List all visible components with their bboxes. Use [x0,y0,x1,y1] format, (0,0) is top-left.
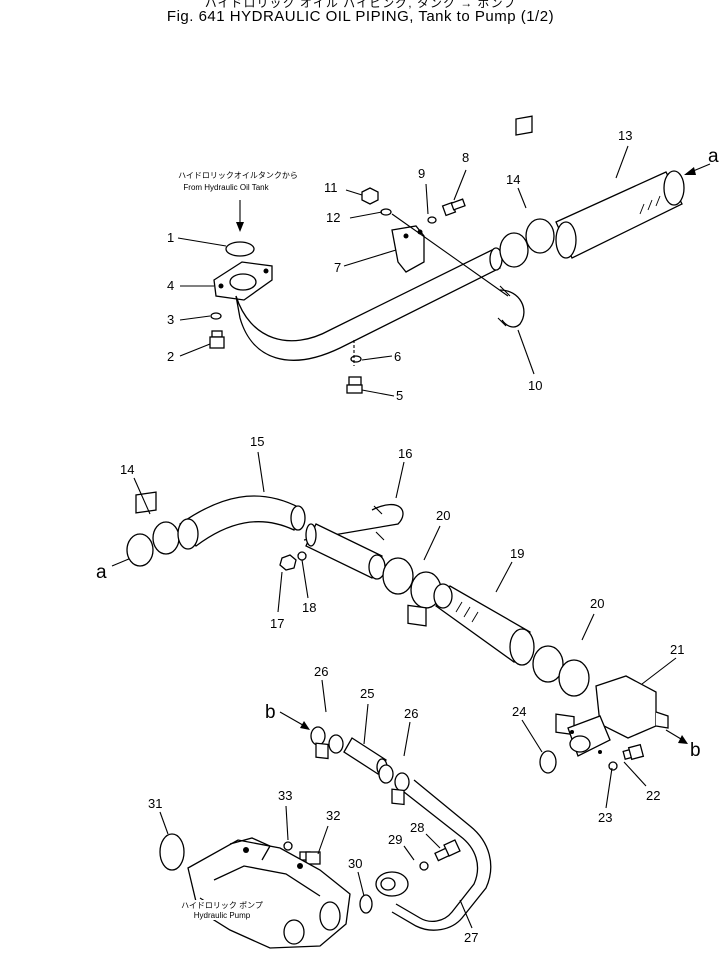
bolt-part-22 [622,743,645,761]
bracket-part-7 [391,225,425,273]
callout-31: 31 [148,796,162,811]
callout-20-left: 20 [436,508,450,523]
figure-title: Fig. 641 HYDRAULIC OIL PIPING, Tank to P… [166,8,555,25]
callout-22: 22 [646,788,660,803]
callout-11: 11 [324,180,338,195]
washer-part-33 [283,841,293,851]
callout-26-left: 26 [314,664,328,679]
u-bolt-part-16 [303,504,404,541]
pipe-part-27 [375,779,492,931]
callout-19: 19 [510,546,524,561]
callout-10: 10 [528,378,542,393]
leader-lines [133,145,677,929]
hose-part-19 [433,583,535,666]
callout-16: 16 [398,446,412,461]
washer-part-3 [210,312,222,320]
o-ring-part-24 [539,750,557,774]
washer-part-12 [380,208,392,216]
u-bolt-part-10 [391,213,525,328]
connector-label-b: b [265,702,276,723]
hose-clamp-part-14 [499,115,555,268]
callout-30: 30 [348,856,362,871]
callout-20-right: 20 [590,596,604,611]
hose-part-13 [555,170,685,259]
o-ring-part-1 [225,241,255,257]
connector-arrow-a-icon [684,163,711,175]
callout-27: 27 [464,930,478,945]
callout-5: 5 [396,388,403,403]
bolt-part-28 [434,839,461,862]
washer-part-18 [297,551,307,561]
connector-arrow-b-icon [279,711,310,730]
callout-1: 1 [167,230,174,245]
callout-26-right: 26 [404,706,418,721]
callout-14-top: 14 [506,172,520,187]
callout-17: 17 [270,616,284,631]
callout-12: 12 [326,210,340,225]
pump-label-bg [186,900,264,920]
o-ring-part-6 [350,355,362,363]
elbow-fitting-part-21 [567,675,669,757]
callout-21: 21 [670,642,684,657]
callout-3: 3 [167,312,174,327]
callout-24: 24 [512,704,526,719]
connector-label-a: a [96,562,107,583]
figure-title-japanese: ハイドロリック オイル パイピング, タンク → ポンプ [204,0,517,10]
hydraulic-pump [187,837,351,949]
washer-part-29 [419,861,429,871]
callout-8: 8 [462,150,469,165]
callout-33: 33 [278,788,292,803]
from-tank-note-jp: ハイドロリックオイルタンクから [178,171,298,180]
hose-clamp-part-26 [378,764,410,806]
pump-note-jp: ハイドロリック ポンプ [181,901,263,910]
bolt-part-2 [209,330,225,349]
callout-6: 6 [394,349,401,364]
short-pipe [305,523,386,580]
bolt-part-32 [299,851,321,865]
callout-7: 7 [334,260,341,275]
bolt-part-8 [441,198,466,217]
callout-28: 28 [410,820,424,835]
connector-arrow-b-icon [665,729,688,744]
callout-numbers: 1 2 3 4 5 6 7 8 9 10 11 12 13 14 14 15 1… [120,128,684,945]
callout-15: 15 [250,434,264,449]
callout-29: 29 [388,832,402,847]
flow-arrow-down-icon [236,200,244,232]
hose-clamp-part-26 [310,726,344,760]
nut-part-11 [361,187,379,205]
o-ring-part-31 [159,833,185,871]
callout-14-mid: 14 [120,462,134,477]
callout-2: 2 [167,349,174,364]
washer-part-9 [427,216,437,224]
callout-4: 4 [167,278,174,293]
from-tank-note: From Hydraulic Oil Tank [183,183,269,192]
callout-13: 13 [618,128,632,143]
o-ring-part-30 [359,894,373,914]
nut-part-17 [279,554,297,571]
hose-clamp-part-20 [382,557,442,627]
plug-part-5 [346,376,363,394]
elbow-hose-part-15 [177,495,306,550]
hose-clamp-part-20 [532,645,590,736]
callout-25: 25 [360,686,374,701]
pump-note: Hydraulic Pump [194,911,251,920]
callout-23: 23 [598,810,612,825]
connector-label-a: a [708,146,719,167]
hose-clamp-part-14 [126,491,180,567]
connector-label-b: b [690,740,701,761]
callout-9: 9 [418,166,425,181]
washer-part-23 [608,761,618,771]
callout-18: 18 [302,600,316,615]
callout-32: 32 [326,808,340,823]
suction-pipe [235,247,503,361]
flange-part-4 [213,261,273,301]
